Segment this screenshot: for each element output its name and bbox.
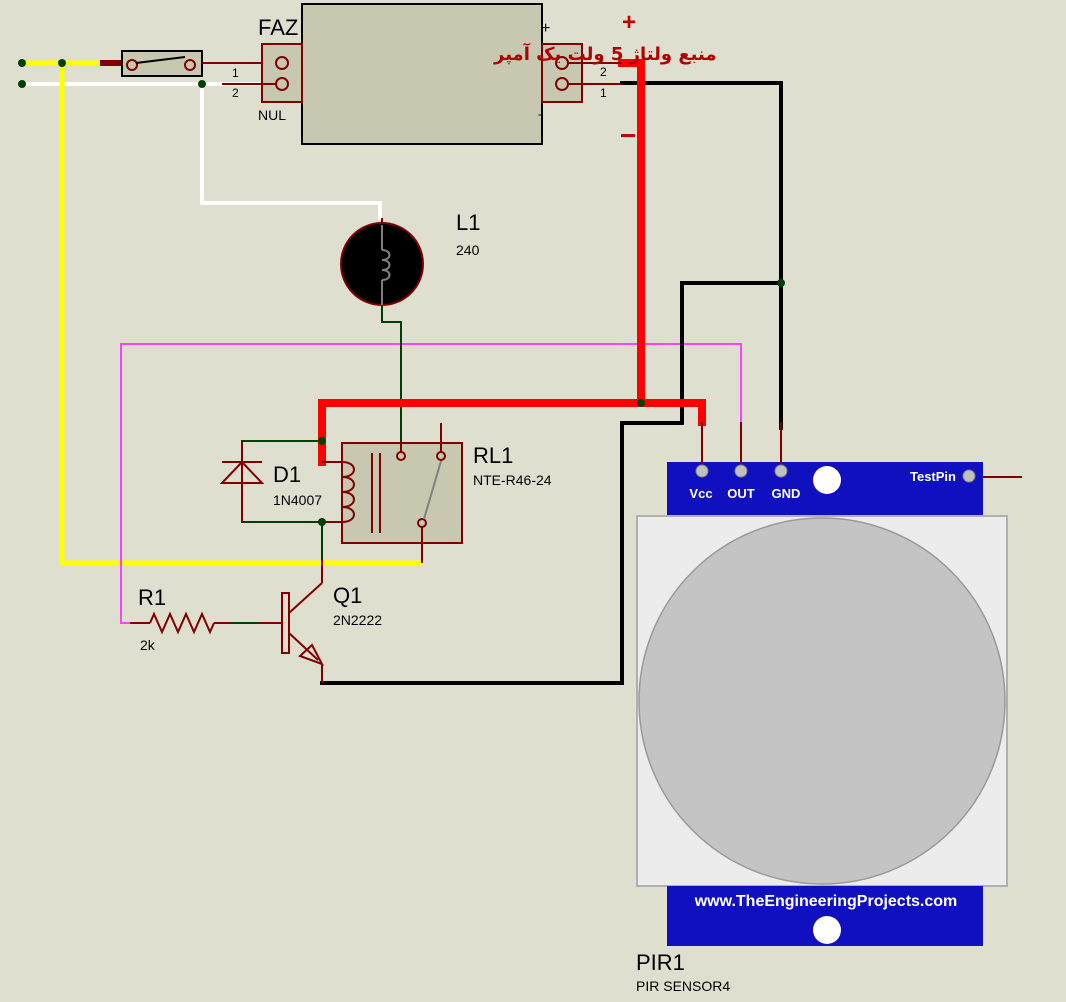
diode-symbol (219, 441, 265, 522)
diode-ref: D1 (273, 462, 301, 487)
supply-plus-mark: + (541, 20, 550, 37)
pir-sensor-module (636, 422, 1022, 946)
pir-pin-vcc: Vcc (689, 486, 712, 501)
power-supply-title: منبع ولتاژ 5 ولت یک آمپر (493, 42, 716, 65)
relay-value: NTE-R46-24 (473, 472, 552, 488)
pir-value: PIR SENSOR4 (636, 978, 730, 994)
output-pin2-label: 2 (600, 65, 607, 79)
resistor-symbol (130, 611, 231, 635)
signal-wire (120, 343, 742, 624)
pir-testpin-label: TestPin (910, 469, 956, 484)
pir-pin-out: OUT (727, 486, 755, 501)
pir-website: www.TheEngineeringProjects.com (694, 893, 958, 910)
transistor-ref: Q1 (333, 583, 362, 608)
lamp-wires (230, 304, 402, 624)
source-label: FAZ (258, 15, 298, 40)
transistor-value: 2N2222 (333, 612, 382, 628)
relay-ref: RL1 (473, 443, 513, 468)
pir-pin-gnd: GND (772, 486, 801, 501)
transistor-symbol (260, 560, 325, 683)
output-pin1-label: 1 (600, 86, 607, 100)
lamp-value: 240 (456, 242, 480, 258)
resistor-value: 2k (140, 637, 156, 653)
input-pin1-label: 1 (232, 66, 239, 80)
ground-wires (320, 81, 783, 685)
input-pin2-label: 2 (232, 86, 239, 100)
neutral-label: NUL (258, 107, 286, 123)
output-plus-sign: + (622, 9, 636, 36)
lamp-symbol (340, 218, 424, 306)
ac-source-terminals (18, 59, 26, 88)
pir-ref: PIR1 (636, 950, 685, 975)
output-minus-sign: − (620, 120, 636, 151)
power-wires (318, 59, 706, 466)
toggle-switch[interactable] (100, 50, 262, 77)
wire-junctions (58, 59, 785, 526)
lamp-ref: L1 (456, 210, 480, 235)
diode-value: 1N4007 (273, 492, 322, 508)
power-supply-module (222, 3, 622, 145)
relay-symbol (322, 423, 463, 563)
supply-minus-mark: - (538, 107, 542, 121)
resistor-ref: R1 (138, 585, 166, 610)
